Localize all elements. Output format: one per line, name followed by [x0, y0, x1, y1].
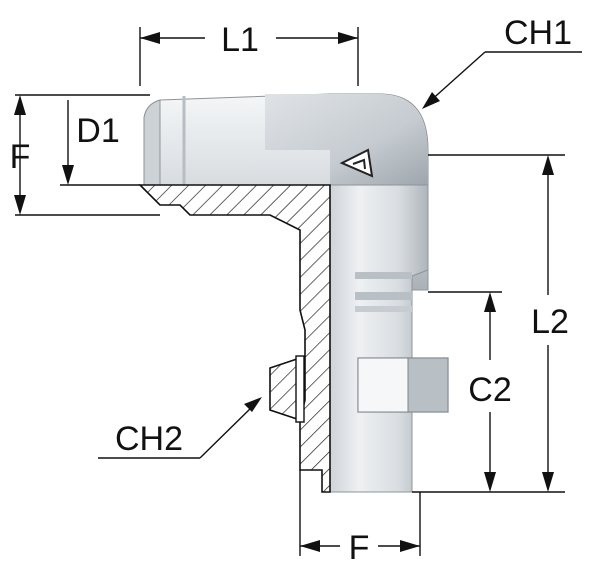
label-f-bottom: F	[349, 529, 370, 567]
label-ch1: CH1	[504, 14, 572, 52]
lock-nut-side	[407, 357, 449, 413]
vertical-groove-3	[355, 306, 412, 312]
label-c2: C2	[468, 371, 511, 409]
vertical-leg	[329, 184, 429, 493]
elbow-bend	[265, 94, 428, 185]
label-l1: L1	[221, 21, 259, 59]
lock-nut-face	[357, 357, 409, 413]
manufacturer-logo-icon	[339, 148, 374, 178]
horizontal-thread-end	[143, 99, 161, 186]
label-f-left: F	[10, 138, 31, 176]
label-ch2: CH2	[115, 420, 183, 458]
vertical-groove-1	[355, 272, 412, 279]
label-d1: D1	[76, 112, 119, 150]
label-l2: L2	[531, 303, 569, 341]
vertical-groove-2	[355, 292, 412, 300]
dimension-lines	[15, 27, 582, 556]
dimension-arrowheads	[14, 32, 554, 552]
section-nut-gap	[295, 355, 305, 423]
section-hatched-wall	[138, 184, 331, 493]
fitting-body	[138, 93, 449, 493]
